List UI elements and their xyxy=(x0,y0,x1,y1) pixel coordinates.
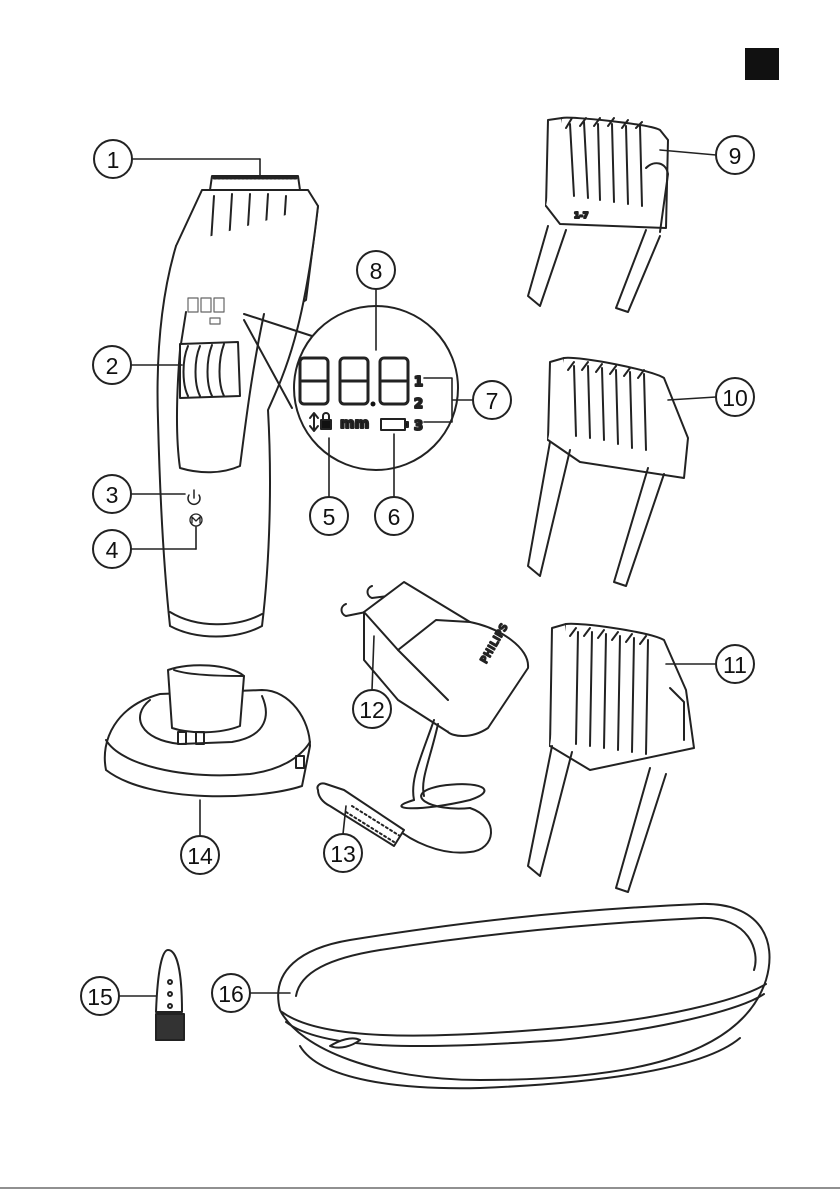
callout-7: 7 xyxy=(473,381,511,419)
callout-8: 8 xyxy=(357,251,395,289)
callout-1-label: 1 xyxy=(107,147,120,173)
speed-level-2: 2 xyxy=(414,397,423,412)
callout-6-label: 6 xyxy=(388,504,401,530)
callout-16-label: 16 xyxy=(218,981,244,1007)
power-adapter: PHILIPS xyxy=(317,582,528,853)
callout-6: 6 xyxy=(375,497,413,535)
callout-2: 2 xyxy=(93,346,131,384)
callout-14-label: 14 xyxy=(187,843,213,869)
callout-3: 3 xyxy=(93,475,131,513)
callout-12-label: 12 xyxy=(359,697,385,723)
callout-4-label: 4 xyxy=(106,537,119,563)
callout-9: 9 xyxy=(716,136,754,174)
callout-16: 16 xyxy=(212,974,250,1012)
callout-13-label: 13 xyxy=(330,841,356,867)
callout-10: 10 xyxy=(716,378,754,416)
comb-10 xyxy=(528,358,688,586)
callout-14: 14 xyxy=(181,836,219,874)
zoom-wheel[interactable] xyxy=(180,342,240,398)
callout-12: 12 xyxy=(353,690,391,728)
cleaning-brush xyxy=(156,950,184,1040)
callout-8-label: 8 xyxy=(370,258,383,284)
callout-13: 13 xyxy=(324,834,362,872)
page-marker xyxy=(745,48,779,80)
callout-9-label: 9 xyxy=(729,143,742,169)
callout-10-label: 10 xyxy=(722,385,748,411)
comb-9-label: 1-7 xyxy=(574,211,588,220)
storage-pouch xyxy=(278,904,769,1088)
trimmer-body xyxy=(158,176,318,637)
speed-level-1: 1 xyxy=(414,375,423,390)
callout-15-label: 15 xyxy=(87,984,113,1010)
comb-9: 1-7 xyxy=(528,118,668,312)
unit-label: mm xyxy=(340,416,369,432)
callout-11-label: 11 xyxy=(723,652,747,678)
callout-5: 5 xyxy=(310,497,348,535)
speed-level-3: 3 xyxy=(414,419,423,434)
callout-2-label: 2 xyxy=(106,353,119,379)
callout-7-label: 7 xyxy=(486,388,499,414)
callout-3-label: 3 xyxy=(106,482,119,508)
callout-11: 11 xyxy=(716,645,754,683)
callout-15: 15 xyxy=(81,977,119,1015)
charging-stand xyxy=(105,665,310,796)
callout-5-label: 5 xyxy=(323,504,336,530)
callout-1: 1 xyxy=(94,140,132,178)
callout-4: 4 xyxy=(93,530,131,568)
